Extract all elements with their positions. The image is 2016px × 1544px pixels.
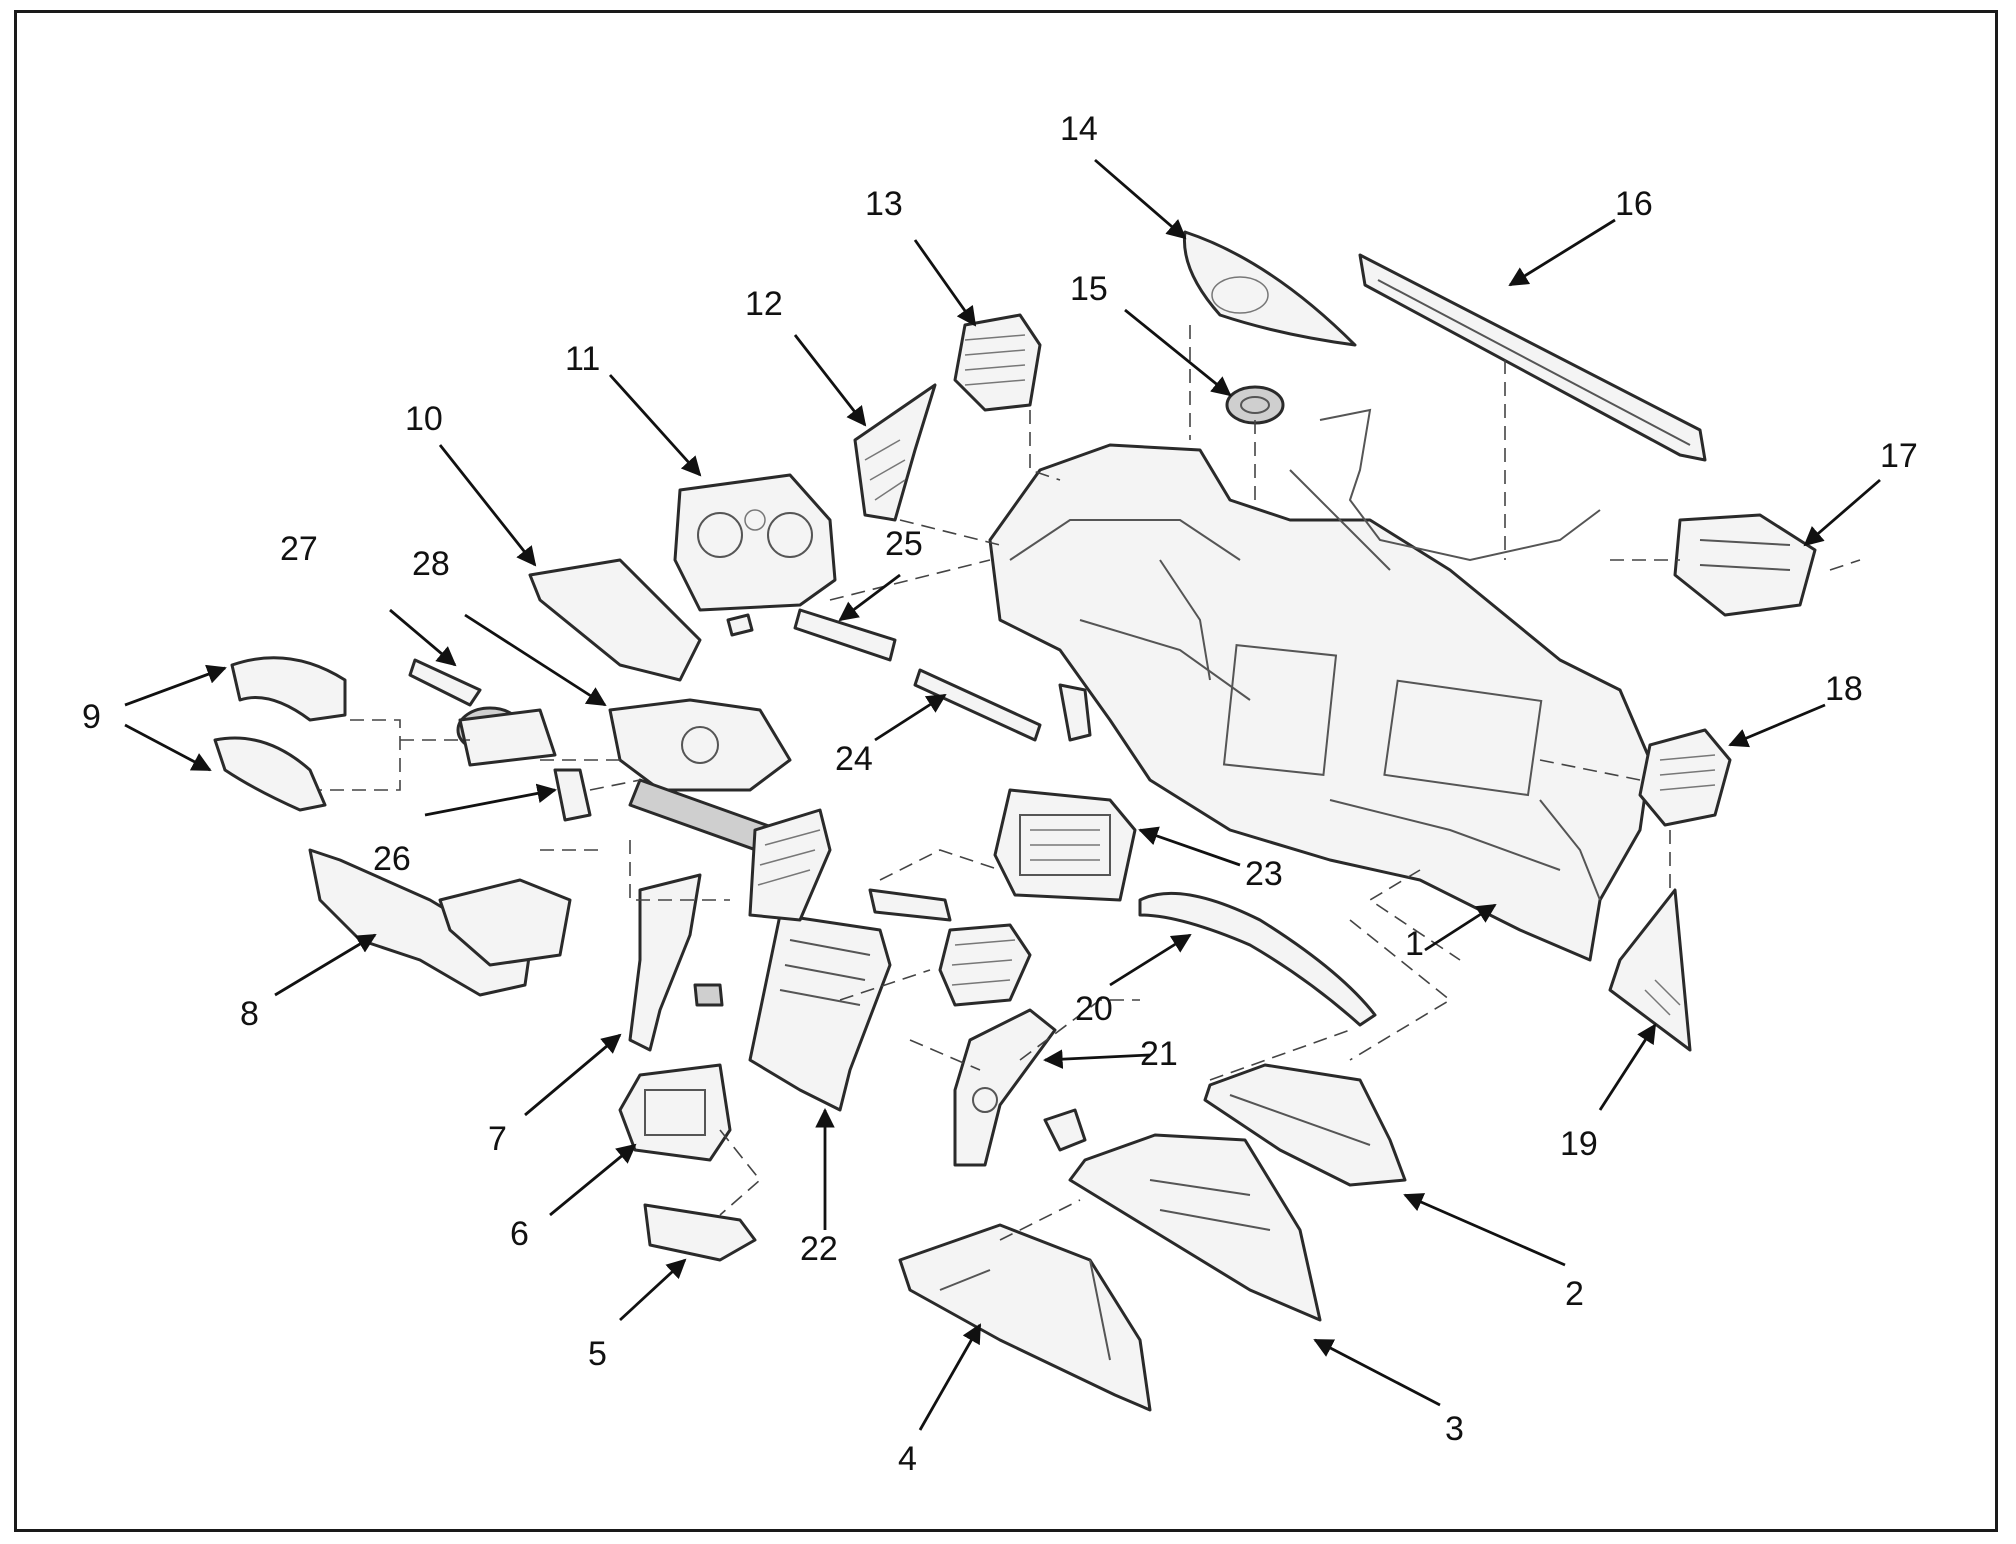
callout-7: 7 bbox=[488, 1120, 507, 1158]
part-tray-5 bbox=[643, 1203, 757, 1262]
part-garnish-25 bbox=[793, 608, 897, 662]
part-wiring bbox=[1319, 408, 1601, 562]
callout-3: 3 bbox=[1445, 1410, 1464, 1448]
callout-24: 24 bbox=[835, 740, 873, 778]
leader-arrows bbox=[124, 158, 1881, 1431]
part-center-vent-upper bbox=[748, 808, 832, 922]
part-lower-crash-pad bbox=[308, 848, 572, 997]
part-audio-head-unit bbox=[993, 788, 1137, 902]
part-speaker bbox=[1225, 385, 1285, 425]
part-cluster-switch bbox=[726, 613, 754, 637]
part-garnish-20 bbox=[1138, 891, 1377, 1027]
callout-4: 4 bbox=[898, 1440, 917, 1478]
part-steering-column-cover bbox=[213, 656, 347, 812]
part-multifunction-switch bbox=[408, 658, 557, 767]
callout-13: 13 bbox=[865, 185, 903, 223]
part-bracket-24 bbox=[913, 668, 1092, 742]
part-cluster-fascia bbox=[528, 558, 702, 682]
callout-26: 26 bbox=[373, 840, 411, 878]
part-center-console-upper bbox=[953, 1008, 1087, 1167]
part-center-garnish-bar bbox=[868, 888, 952, 922]
callout-20: 20 bbox=[1075, 990, 1113, 1028]
part-glove-box-housing-3 bbox=[1068, 1133, 1322, 1322]
part-steering-column bbox=[608, 698, 792, 857]
part-lower-cover-switch bbox=[553, 768, 592, 822]
part-passenger-airbag bbox=[1673, 513, 1817, 617]
callout-11: 11 bbox=[565, 340, 600, 378]
part-center-fascia-22 bbox=[748, 913, 892, 1112]
callout-18: 18 bbox=[1825, 670, 1863, 708]
callout-1: 1 bbox=[1405, 925, 1424, 963]
callout-12: 12 bbox=[745, 285, 783, 323]
part-side-vent-18 bbox=[1638, 728, 1732, 827]
callout-14: 14 bbox=[1060, 110, 1098, 148]
callout-15: 15 bbox=[1070, 270, 1108, 308]
callout-5: 5 bbox=[588, 1335, 607, 1373]
part-main-crash-pad bbox=[988, 443, 1652, 962]
part-center-vent-lower bbox=[938, 923, 1032, 1007]
part-side-cover-19 bbox=[1608, 888, 1692, 1052]
guide-lines bbox=[320, 325, 1861, 1241]
part-switch-module-6 bbox=[618, 1063, 732, 1162]
callout-10: 10 bbox=[405, 400, 443, 438]
part-defrost-garnish bbox=[1358, 253, 1707, 462]
part-side-vent-13 bbox=[953, 313, 1042, 412]
callout-labels: 1 2 3 4 5 6 7 8 9 10 11 12 13 14 15 16 1… bbox=[82, 110, 1918, 1478]
callout-27: 27 bbox=[280, 530, 318, 568]
callout-2: 2 bbox=[1565, 1275, 1584, 1313]
part-glove-box-lid-2 bbox=[1203, 1063, 1407, 1187]
part-center-side-trim bbox=[628, 873, 724, 1052]
callout-23: 23 bbox=[1245, 855, 1283, 893]
part-glove-box-4 bbox=[898, 1223, 1152, 1412]
callout-8: 8 bbox=[240, 995, 259, 1033]
part-fascia-panel-12 bbox=[853, 383, 937, 522]
callout-21: 21 bbox=[1140, 1035, 1178, 1073]
callout-28: 28 bbox=[412, 545, 450, 583]
callout-25: 25 bbox=[885, 525, 923, 563]
callout-6: 6 bbox=[510, 1215, 529, 1253]
callout-19: 19 bbox=[1560, 1125, 1598, 1163]
part-instrument-cluster bbox=[673, 473, 837, 612]
callout-16: 16 bbox=[1615, 185, 1653, 223]
part-tweeter-cover bbox=[1182, 230, 1357, 347]
callout-9: 9 bbox=[82, 698, 101, 736]
callout-17: 17 bbox=[1880, 437, 1918, 475]
callout-22: 22 bbox=[800, 1230, 838, 1268]
